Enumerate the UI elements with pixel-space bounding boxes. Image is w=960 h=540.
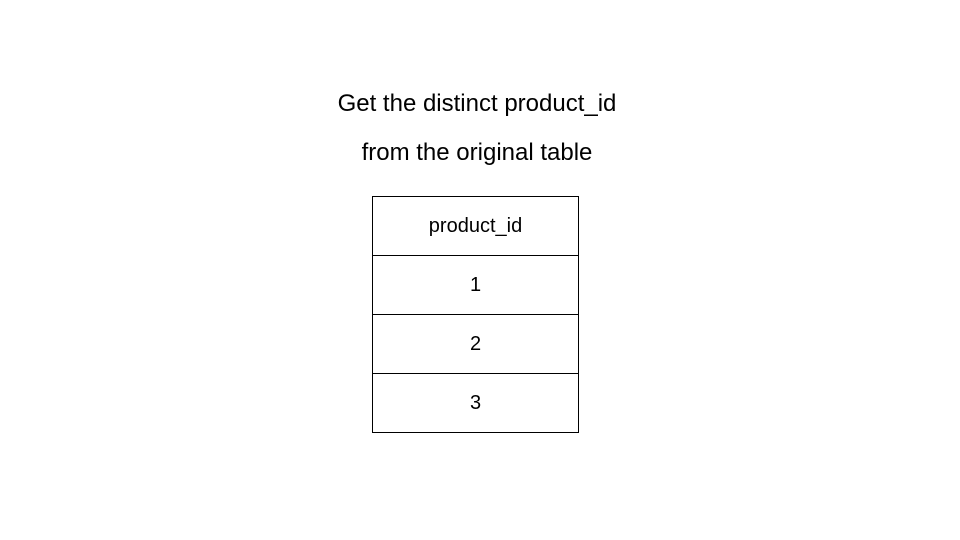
table-header-row: product_id: [372, 196, 579, 256]
caption-line-2: from the original table: [361, 139, 593, 166]
table-row: 1: [372, 255, 579, 315]
distinct-product-id-table: product_id 1 2 3: [372, 196, 579, 433]
table-cell: 1: [372, 255, 579, 315]
table-cell: 2: [372, 314, 579, 374]
table-cell: 3: [372, 373, 579, 433]
table-row: 2: [372, 314, 579, 374]
table-row: 3: [372, 373, 579, 433]
column-header-product-id: product_id: [372, 196, 579, 256]
caption-line-1: Get the distinct product_id: [337, 90, 617, 117]
